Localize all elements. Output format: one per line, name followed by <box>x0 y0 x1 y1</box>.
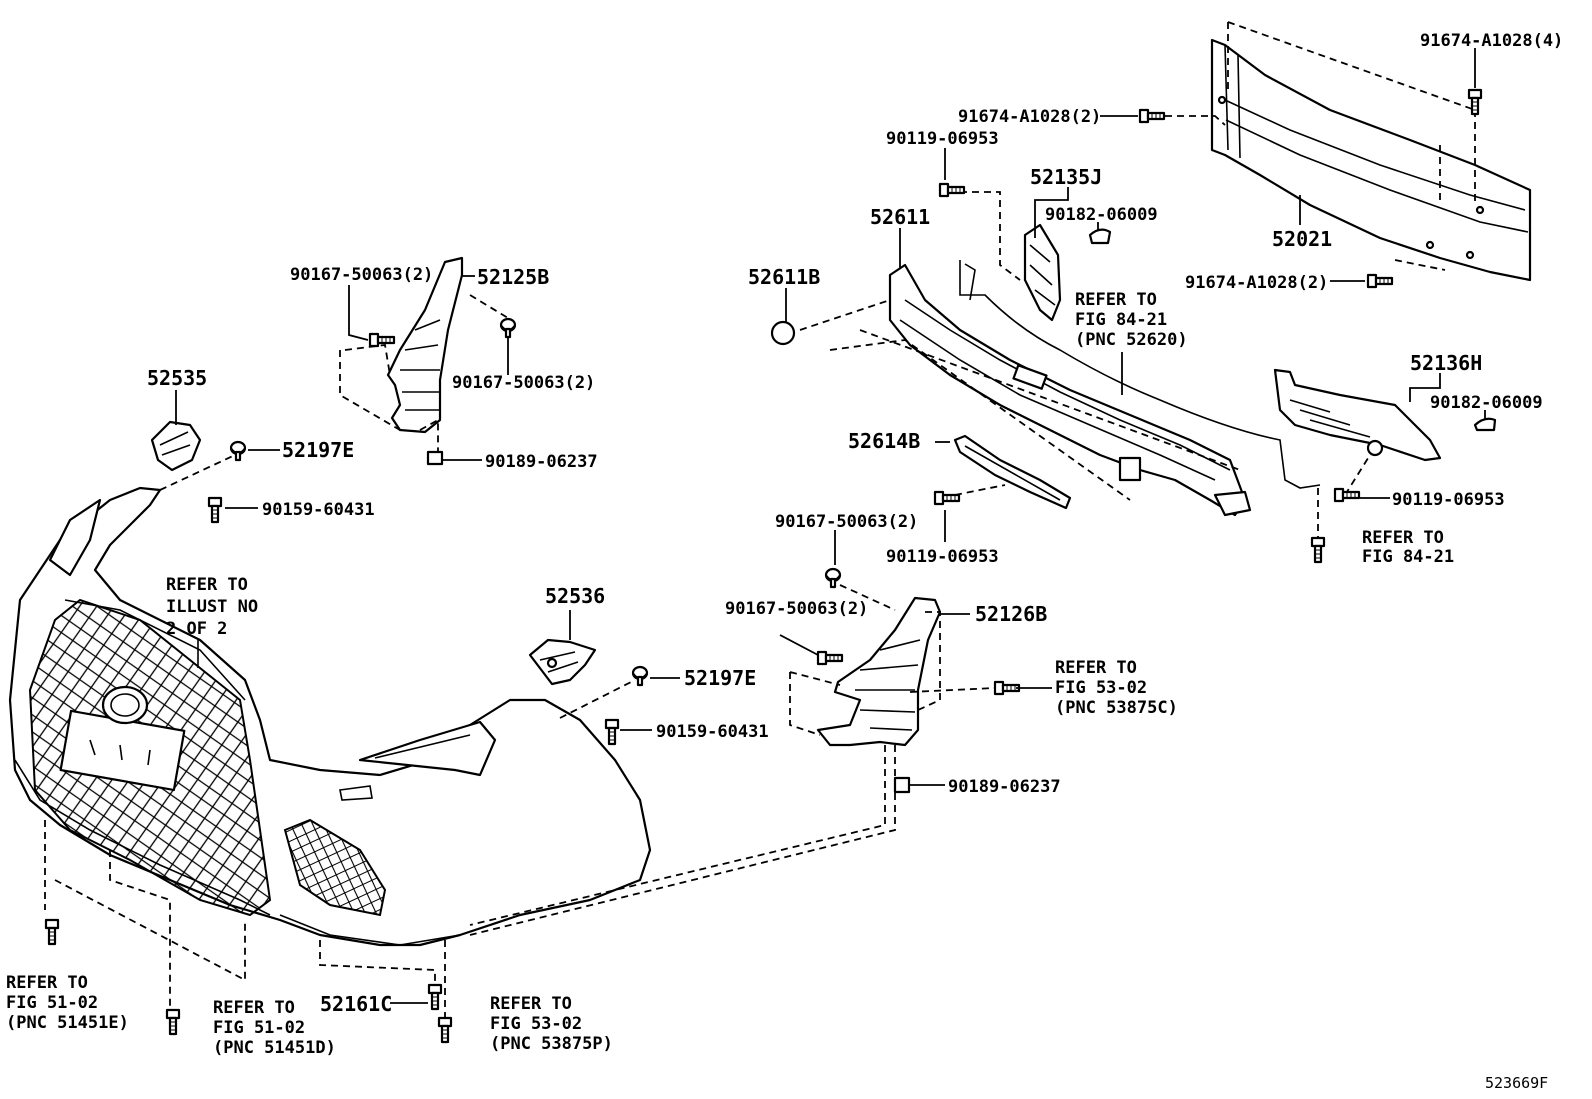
illustration-number: 523669F <box>1485 1074 1548 1092</box>
dash-lower-mid <box>319 940 446 1020</box>
clip-52135j-icon <box>1088 228 1112 245</box>
label-screw-support: 90119-06953 <box>886 547 999 567</box>
screw-upper-icon <box>938 182 966 198</box>
label-clip-right: 52197E <box>684 666 756 690</box>
ref-84-21a-line3: (PNC 52620) <box>1075 330 1188 350</box>
label-support: 52614B <box>848 429 920 453</box>
screw-right-small-icon <box>604 718 620 746</box>
retainer-right-upper-icon <box>824 567 842 589</box>
part-labels: 91674-A1028(4) 91674-A1028(2) 90119-0695… <box>6 31 1563 1092</box>
bracket-52136h <box>1273 368 1442 462</box>
label-screw-left: 90159-60431 <box>262 500 375 520</box>
ref-51-02b-line1: REFER TO <box>213 998 295 1018</box>
label-retainer-right-lower: 90167-50063(2) <box>725 599 868 619</box>
label-clip-52135j: 90182-06009 <box>1045 205 1158 225</box>
label-screw-upper: 90119-06953 <box>886 129 999 149</box>
label-lower-cover: 52161C <box>320 992 392 1016</box>
label-bolt-lower: 91674-A1028(2) <box>1185 273 1328 293</box>
label-bracket-52135j: 52135J <box>1030 165 1102 189</box>
label-absorber: 52611 <box>870 205 930 229</box>
bolt-top-right-icon <box>1467 88 1483 116</box>
bolt-ref-51-02a-icon <box>44 918 60 946</box>
dash-absorber-left <box>799 299 1241 501</box>
dash-reinforcement-top <box>1227 21 1476 205</box>
label-bolt-top-right: 91674-A1028(4) <box>1420 31 1563 51</box>
dash-52614b <box>954 484 1006 496</box>
label-reinforcement: 52021 <box>1272 227 1332 251</box>
label-nut-right: 90189-06237 <box>948 777 1061 797</box>
dash-cover-left <box>159 454 236 491</box>
bolt-ref-84-21-icon <box>1310 536 1326 564</box>
lower-cover-clip-icon <box>427 983 443 1011</box>
nut-left-icon <box>426 450 444 466</box>
retainer-right-lower-icon <box>816 650 844 666</box>
ref-53-02a-line3: (PNC 53875C) <box>1055 698 1178 718</box>
retainer-left-lower-icon <box>499 317 517 339</box>
cap-52611b-icon <box>770 320 796 346</box>
ref-53-02a-line1: REFER TO <box>1055 658 1137 678</box>
label-clip-left: 52197E <box>282 438 354 462</box>
nut-right-icon <box>893 776 911 794</box>
label-cover-right: 52536 <box>545 584 605 608</box>
ref-illust-line3: 2 OF 2 <box>166 619 227 639</box>
bolt-lower-icon <box>1366 273 1394 289</box>
ref-53-02a-line2: FIG 53-02 <box>1055 678 1147 698</box>
support-52614b <box>953 434 1072 510</box>
dash-left-bracket <box>339 343 439 452</box>
ref-53-02b-line3: (PNC 53875P) <box>490 1034 613 1054</box>
cover-left <box>150 420 202 472</box>
ref-84-21b-line1: REFER TO <box>1362 528 1444 548</box>
ref-illust-line1: REFER TO <box>166 575 248 595</box>
bumper-reinforcement <box>1210 38 1532 282</box>
cover-right <box>528 638 597 686</box>
bumper-absorber <box>888 263 1252 517</box>
ref-51-02b-line2: FIG 51-02 <box>213 1018 305 1038</box>
ref-51-02a-line1: REFER TO <box>6 973 88 993</box>
label-cover-left: 52535 <box>147 366 207 390</box>
dash-52136h <box>1344 454 1371 496</box>
clip-left-icon <box>229 440 247 462</box>
ref-51-02a-line2: FIG 51-02 <box>6 993 98 1013</box>
dash-right-bracket <box>469 584 941 936</box>
ref-84-21a-line1: REFER TO <box>1075 290 1157 310</box>
clip-ref-53-02-icon <box>993 680 1021 696</box>
ref-illust-line2: ILLUST NO <box>166 597 258 617</box>
bracket-52135j <box>1023 223 1062 322</box>
clip-right-icon <box>631 665 649 687</box>
label-screw-right: 90119-06953 <box>1392 490 1505 510</box>
bolt-ref-53-02b-icon <box>437 1016 453 1044</box>
label-cap: 52611B <box>748 265 820 289</box>
label-retainer-left-upper: 90167-50063(2) <box>290 265 433 285</box>
label-retainer-left-lower: 90167-50063(2) <box>452 373 595 393</box>
dash-cover-right <box>559 679 636 719</box>
side-bracket-right <box>816 596 942 747</box>
label-bolt-mid: 91674-A1028(2) <box>958 107 1101 127</box>
ref-51-02a-line3: (PNC 51451E) <box>6 1013 129 1033</box>
dash-lower-left <box>44 820 246 1010</box>
bolt-mid-icon <box>1138 108 1166 124</box>
screw-support-icon <box>933 490 961 506</box>
ref-51-02b-line3: (PNC 51451D) <box>213 1038 336 1058</box>
label-side-bracket-right: 52126B <box>975 602 1047 626</box>
harness-52620 <box>959 260 1321 489</box>
screw-left-icon <box>207 496 223 524</box>
ref-53-02b-line1: REFER TO <box>490 994 572 1014</box>
bolt-ref-51-02b-icon <box>165 1008 181 1036</box>
clip-52136h-icon <box>1473 417 1497 432</box>
label-nut-left: 90189-06237 <box>485 452 598 472</box>
dash-52135j <box>960 191 1021 281</box>
label-clip-52136h: 90182-06009 <box>1430 393 1543 413</box>
dash-reinforcement-mid <box>1165 115 1446 271</box>
retainer-left-upper-icon <box>368 332 396 348</box>
label-retainer-right-upper: 90167-50063(2) <box>775 512 918 532</box>
label-bracket-52136h: 52136H <box>1410 351 1482 375</box>
bumper-cover <box>8 486 652 947</box>
ref-53-02b-line2: FIG 53-02 <box>490 1014 582 1034</box>
label-screw-right-small: 90159-60431 <box>656 722 769 742</box>
label-side-bracket-left: 52125B <box>477 265 549 289</box>
leader-lines <box>175 48 1486 1004</box>
ref-84-21a-line2: FIG 84-21 <box>1075 310 1167 330</box>
ref-84-21b-line2: FIG 84-21 <box>1362 547 1454 567</box>
